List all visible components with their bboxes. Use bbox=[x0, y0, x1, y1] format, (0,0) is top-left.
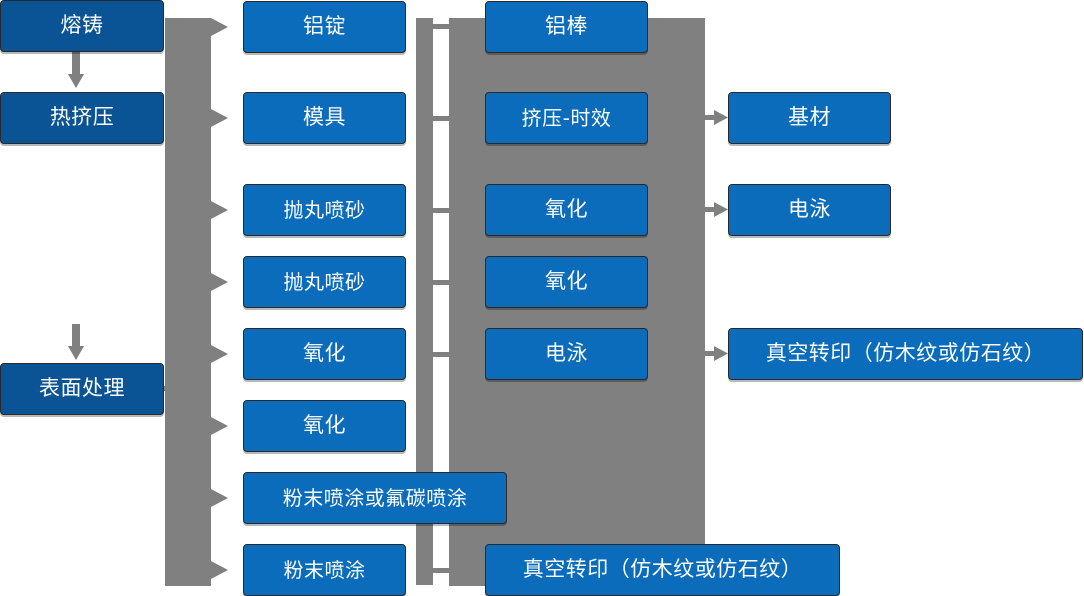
process-box-vacuum-transfer[interactable]: 真空转印（仿木纹或仿石纹） bbox=[485, 544, 840, 596]
input-box-oxidation-1[interactable]: 氧化 bbox=[243, 328, 406, 380]
stage-box-melting[interactable]: 熔铸 bbox=[0, 0, 164, 52]
output-label-substrate: 基材 bbox=[788, 105, 831, 130]
output-box-electrophoresis[interactable]: 电泳 bbox=[728, 184, 891, 236]
melting-to-extrude-arrow bbox=[68, 52, 84, 88]
stage-box-extrude[interactable]: 热挤压 bbox=[0, 92, 164, 144]
process-label-oxidation-2: 氧化 bbox=[545, 269, 588, 294]
input-box-ingot[interactable]: 铝锭 bbox=[243, 1, 406, 53]
input-label-shotblast-2: 抛丸喷砂 bbox=[283, 270, 366, 294]
surface-to-bus-stub bbox=[164, 386, 188, 391]
process-box-extrude-aging[interactable]: 挤压-时效 bbox=[485, 92, 648, 144]
process-label-electrophoresis: 电泳 bbox=[545, 341, 588, 366]
stage-label-surface: 表面处理 bbox=[39, 376, 125, 401]
stage-box-surface[interactable]: 表面处理 bbox=[0, 363, 164, 415]
input-box-shotblast-2[interactable]: 抛丸喷砂 bbox=[243, 256, 406, 308]
input-box-mold[interactable]: 模具 bbox=[243, 92, 406, 144]
input-label-powder-fluorocarbon: 粉末喷涂或氟碳喷涂 bbox=[282, 486, 468, 510]
stage-to-input-bus bbox=[165, 18, 211, 586]
extrude-to-surface-arrow bbox=[68, 324, 84, 360]
process-box-electrophoresis[interactable]: 电泳 bbox=[485, 328, 648, 380]
process-label-extrude-aging: 挤压-时效 bbox=[521, 106, 612, 130]
process-box-bar[interactable]: 铝棒 bbox=[485, 1, 648, 53]
output-box-vacuum-transfer[interactable]: 真空转印（仿木纹或仿石纹） bbox=[728, 328, 1083, 380]
input-label-oxidation-1: 氧化 bbox=[303, 341, 346, 366]
stage-bus-arrowheads bbox=[211, 18, 228, 579]
process-label-oxidation-1: 氧化 bbox=[545, 197, 588, 222]
input-label-mold: 模具 bbox=[303, 105, 346, 130]
process-bus-arrowheads bbox=[705, 110, 728, 361]
input-label-shotblast-1: 抛丸喷砂 bbox=[283, 198, 366, 222]
stage-label-extrude: 热挤压 bbox=[49, 105, 115, 130]
input-box-powder[interactable]: 粉末喷涂 bbox=[243, 544, 406, 596]
input-label-powder: 粉末喷涂 bbox=[283, 558, 366, 582]
output-box-substrate[interactable]: 基材 bbox=[728, 92, 891, 144]
process-label-bar: 铝棒 bbox=[545, 14, 588, 39]
output-label-vacuum-transfer: 真空转印（仿木纹或仿石纹） bbox=[765, 341, 1046, 366]
input-label-ingot: 铝锭 bbox=[303, 14, 346, 39]
input-box-powder-fluorocarbon[interactable]: 粉末喷涂或氟碳喷涂 bbox=[243, 472, 507, 524]
input-box-oxidation-2[interactable]: 氧化 bbox=[243, 400, 406, 452]
input-box-shotblast-1[interactable]: 抛丸喷砂 bbox=[243, 184, 406, 236]
process-box-oxidation-1[interactable]: 氧化 bbox=[485, 184, 648, 236]
process-box-oxidation-2[interactable]: 氧化 bbox=[485, 256, 648, 308]
process-label-vacuum-transfer: 真空转印（仿木纹或仿石纹） bbox=[522, 557, 803, 582]
output-label-electrophoresis: 电泳 bbox=[788, 197, 831, 222]
input-label-oxidation-2: 氧化 bbox=[303, 413, 346, 438]
stage-label-melting: 熔铸 bbox=[60, 13, 104, 38]
